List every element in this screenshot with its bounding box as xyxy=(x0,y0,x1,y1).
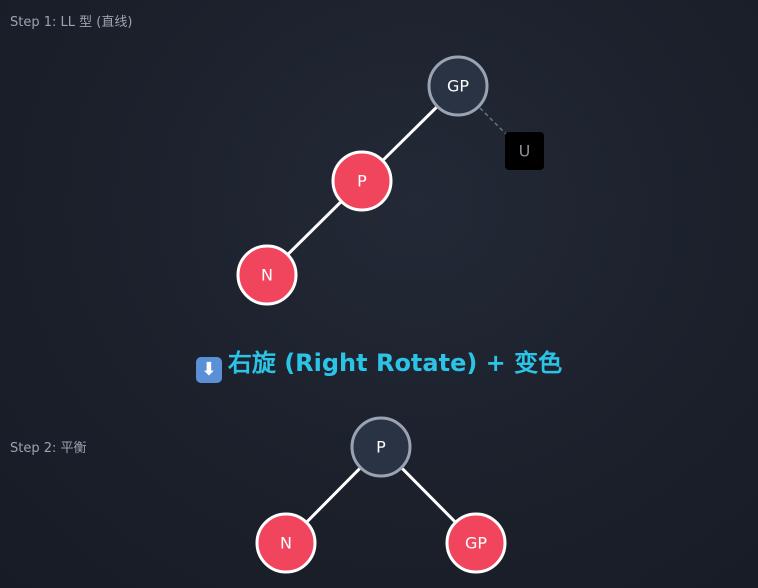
edge-gp-u xyxy=(479,107,509,137)
step1-node-gp-label: GP xyxy=(447,77,469,96)
step1-node-gp: GP xyxy=(427,55,489,117)
step1-node-n: N xyxy=(236,244,298,306)
step1-node-n-label: N xyxy=(261,266,273,285)
step2-node-gp: GP xyxy=(445,512,507,574)
rotation-caption: ⬇右旋 (Right Rotate) + 变色 xyxy=(0,343,758,383)
step2-node-gp-label: GP xyxy=(465,534,487,553)
step2-label: Step 2: 平衡 xyxy=(10,441,87,456)
step2-node-n-label: N xyxy=(280,534,292,553)
down-arrow-icon: ⬇ xyxy=(195,357,222,383)
step2-node-p: P xyxy=(350,416,412,478)
step1-node-u: U xyxy=(505,132,544,170)
step2-node-p-label: P xyxy=(376,438,386,457)
step2-node-n: N xyxy=(255,512,317,574)
step1-label: Step 1: LL 型 (直线) xyxy=(10,15,133,30)
step1-node-p-label: P xyxy=(357,172,367,191)
step1-node-u-label: U xyxy=(519,142,531,161)
step1-node-p: P xyxy=(331,150,393,212)
rotation-caption-text: 右旋 (Right Rotate) + 变色 xyxy=(227,349,563,377)
